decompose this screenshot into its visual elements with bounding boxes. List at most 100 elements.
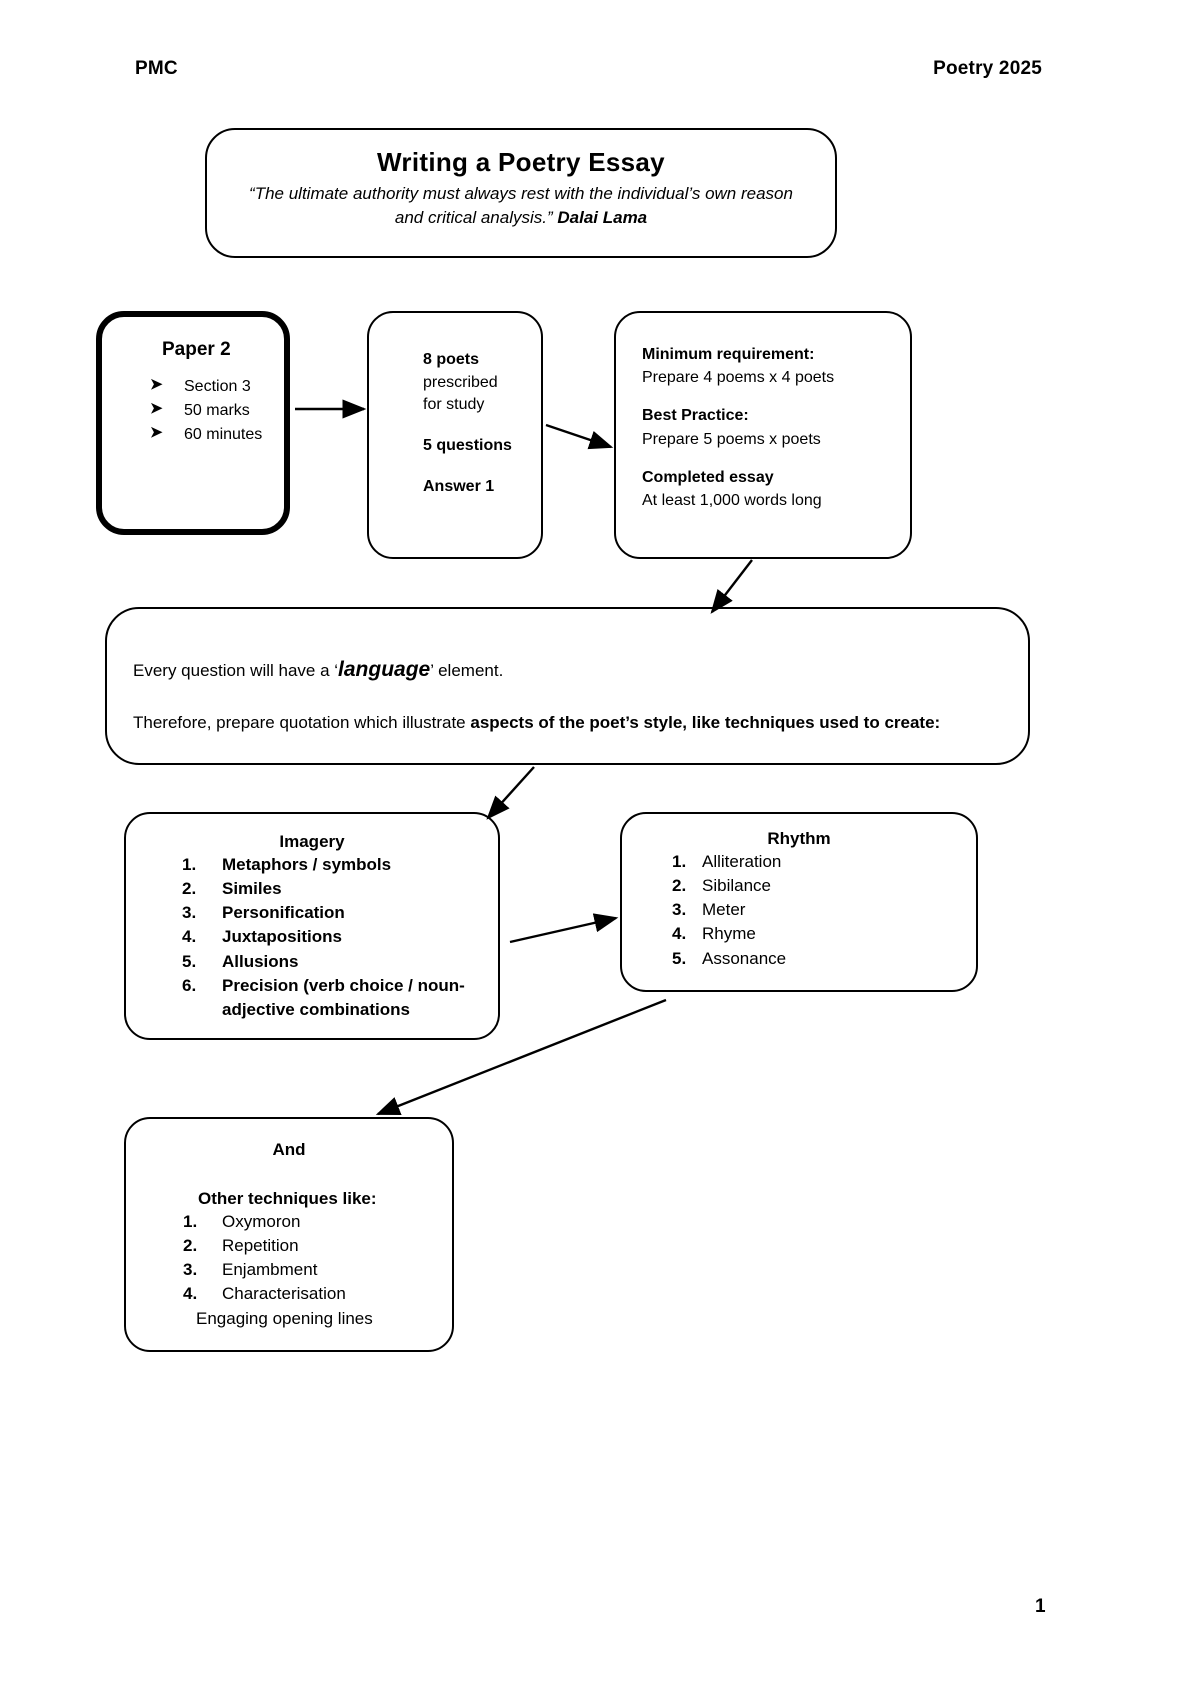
questions-count: 5 questions — [423, 437, 512, 455]
arrow-imagery-to-rhythm — [509, 913, 619, 944]
quote-text: “The ultimate authority must always rest… — [249, 183, 793, 227]
list-item-label: Repetition — [222, 1236, 299, 1256]
list-item: 1. Oxymoron — [126, 1210, 452, 1234]
list-item: 4. Characterisation — [126, 1282, 452, 1306]
list-item-label: Oxymoron — [222, 1212, 301, 1232]
and-title: And — [272, 1140, 306, 1159]
list-item-label: Assonance — [702, 948, 787, 968]
language-keyword: language — [338, 658, 431, 681]
list-item: 2. Similes — [126, 877, 498, 901]
language-line-1: Every question will have a ‘language’ el… — [107, 655, 1028, 684]
imagery-list: 1.Metaphors / symbols 2. Similes 3. Person… — [126, 853, 498, 1022]
rhythm-title: Rhythm — [767, 829, 831, 848]
list-item: ➤60 minutes — [150, 423, 284, 447]
list-number: 4. — [672, 924, 687, 944]
arrow-poets-to-requirement — [545, 423, 614, 450]
paper-2-title: Paper 2 — [162, 339, 231, 360]
spacer — [616, 451, 910, 466]
list-number: 2. — [182, 879, 197, 899]
imagery-title: Imagery — [279, 832, 345, 851]
poets-count: 8 poets — [423, 351, 480, 368]
list-item: 1. Alliteration — [622, 850, 976, 874]
list-item: 3. Meter — [622, 898, 976, 922]
list-number: 1. — [672, 852, 687, 872]
language-line-1-post: ’ element. — [430, 661, 504, 680]
best-practice-label: Best Practice: — [642, 407, 749, 425]
requirement-box: Minimum requirement: Prepare 4 poems x 4… — [614, 311, 912, 559]
list-number: 5. — [672, 948, 687, 968]
poets-box: 8 poets prescribed for study 5 questions… — [367, 311, 543, 559]
completed-essay-text: At least 1,000 words long — [642, 491, 822, 509]
list-number: 3. — [182, 903, 197, 923]
language-line-1-pre: Every question will have a ‘ — [133, 661, 339, 680]
list-number: 2. — [183, 1236, 198, 1256]
spacer — [616, 389, 910, 404]
list-item: 2. Sibilance — [622, 874, 976, 898]
list-item-label: 50 marks — [184, 402, 250, 419]
list-item-label: Metaphors / symbols — [222, 855, 392, 875]
poets-for-study: for study — [423, 396, 485, 414]
list-item: 2. Repetition — [126, 1234, 452, 1258]
other-techniques-list: 1. Oxymoron 2. Repetition 3. Enjambment 4. C… — [126, 1210, 452, 1307]
list-item-label: Enjambment — [222, 1260, 318, 1280]
spacer — [369, 458, 541, 476]
arrow-language-to-imagery — [486, 766, 535, 820]
list-item-label: Similes — [222, 879, 282, 899]
language-line-2: Therefore, prepare quotation which illus… — [107, 711, 1028, 735]
list-item-label: Meter — [702, 900, 746, 920]
list-number: 4. — [183, 1284, 198, 1304]
minimum-requirement-text: Prepare 4 poems x 4 poets — [642, 369, 835, 387]
list-item: 4. Juxtapositions — [126, 925, 498, 949]
list-number: 4. — [182, 927, 197, 947]
arrow-bullet-icon: ➤ — [150, 424, 163, 441]
title-quote: “The ultimate authority must always rest… — [207, 180, 835, 230]
list-item-label: Section 3 — [184, 378, 251, 395]
list-item: 3. Enjambment — [126, 1258, 452, 1282]
list-number: 3. — [183, 1260, 198, 1280]
language-element-box: Every question will have a ‘language’ el… — [105, 607, 1030, 765]
list-item-label: Personification — [222, 903, 345, 923]
spacer — [369, 417, 541, 435]
imagery-box: Imagery 1.Metaphors / symbols 2. Similes … — [124, 812, 500, 1040]
paper-2-list: ➤Section 3 ➤50 marks ➤60 minutes — [102, 375, 284, 447]
list-item-label: Juxtapositions — [222, 927, 342, 947]
list-item-label: Alliteration — [702, 852, 782, 872]
arrow-bullet-icon: ➤ — [150, 400, 163, 417]
list-item: 6. Precision (verb choice / noun-adjectiv… — [126, 974, 498, 1022]
minimum-requirement-label: Minimum requirement: — [642, 346, 815, 363]
list-number: 1. — [183, 1212, 198, 1232]
header-left: PMC — [135, 58, 178, 79]
list-item: 5. Allusions — [126, 950, 498, 974]
answer-count: Answer 1 — [423, 477, 495, 495]
list-item: ➤ 50 marks — [150, 399, 284, 423]
quote-author: Dalai Lama — [557, 207, 648, 227]
list-item: 4. Rhyme — [622, 922, 976, 946]
arrow-requirement-to-language — [710, 559, 753, 614]
list-item-label: Rhyme — [702, 924, 756, 944]
list-item: 5. Assonance — [622, 947, 976, 971]
best-practice-text: Prepare 5 poems x poets — [642, 430, 821, 448]
list-item: 1.Metaphors / symbols — [126, 853, 498, 877]
list-number: 3. — [672, 900, 687, 920]
list-item-label: Precision (verb choice / noun-adjective … — [222, 975, 465, 1019]
list-number: 2. — [672, 876, 687, 896]
page-title: Writing a Poetry Essay — [377, 147, 665, 177]
list-number: 6. — [182, 975, 197, 995]
rhythm-box: Rhythm 1. Alliteration 2. Sibilance 3. Mete… — [620, 812, 978, 992]
list-item-label: Allusions — [222, 951, 299, 971]
list-item-label: Characterisation — [222, 1284, 346, 1304]
list-item: 3. Personification — [126, 901, 498, 925]
page-number: 1 — [1035, 1596, 1046, 1617]
completed-essay-label: Completed essay — [642, 468, 774, 486]
title-box: Writing a Poetry Essay “The ultimate aut… — [205, 128, 837, 258]
list-number: 5. — [182, 951, 197, 971]
list-item: ➤Section 3 — [150, 375, 284, 399]
language-line-2-strong: aspects of the poet’s style, like techni… — [470, 713, 941, 733]
engaging-opening-lines: Engaging opening lines — [196, 1308, 373, 1328]
other-techniques-box: And Other techniques like: 1.Oxymoron 2.… — [124, 1117, 454, 1352]
list-item-label: Sibilance — [702, 876, 771, 896]
header-right: Poetry 2025 — [933, 58, 1042, 79]
poets-prescribed: prescribed — [423, 373, 498, 391]
paper-2-box: Paper 2 ➤Section 3 ➤50 marks ➤60 minutes — [96, 311, 290, 535]
